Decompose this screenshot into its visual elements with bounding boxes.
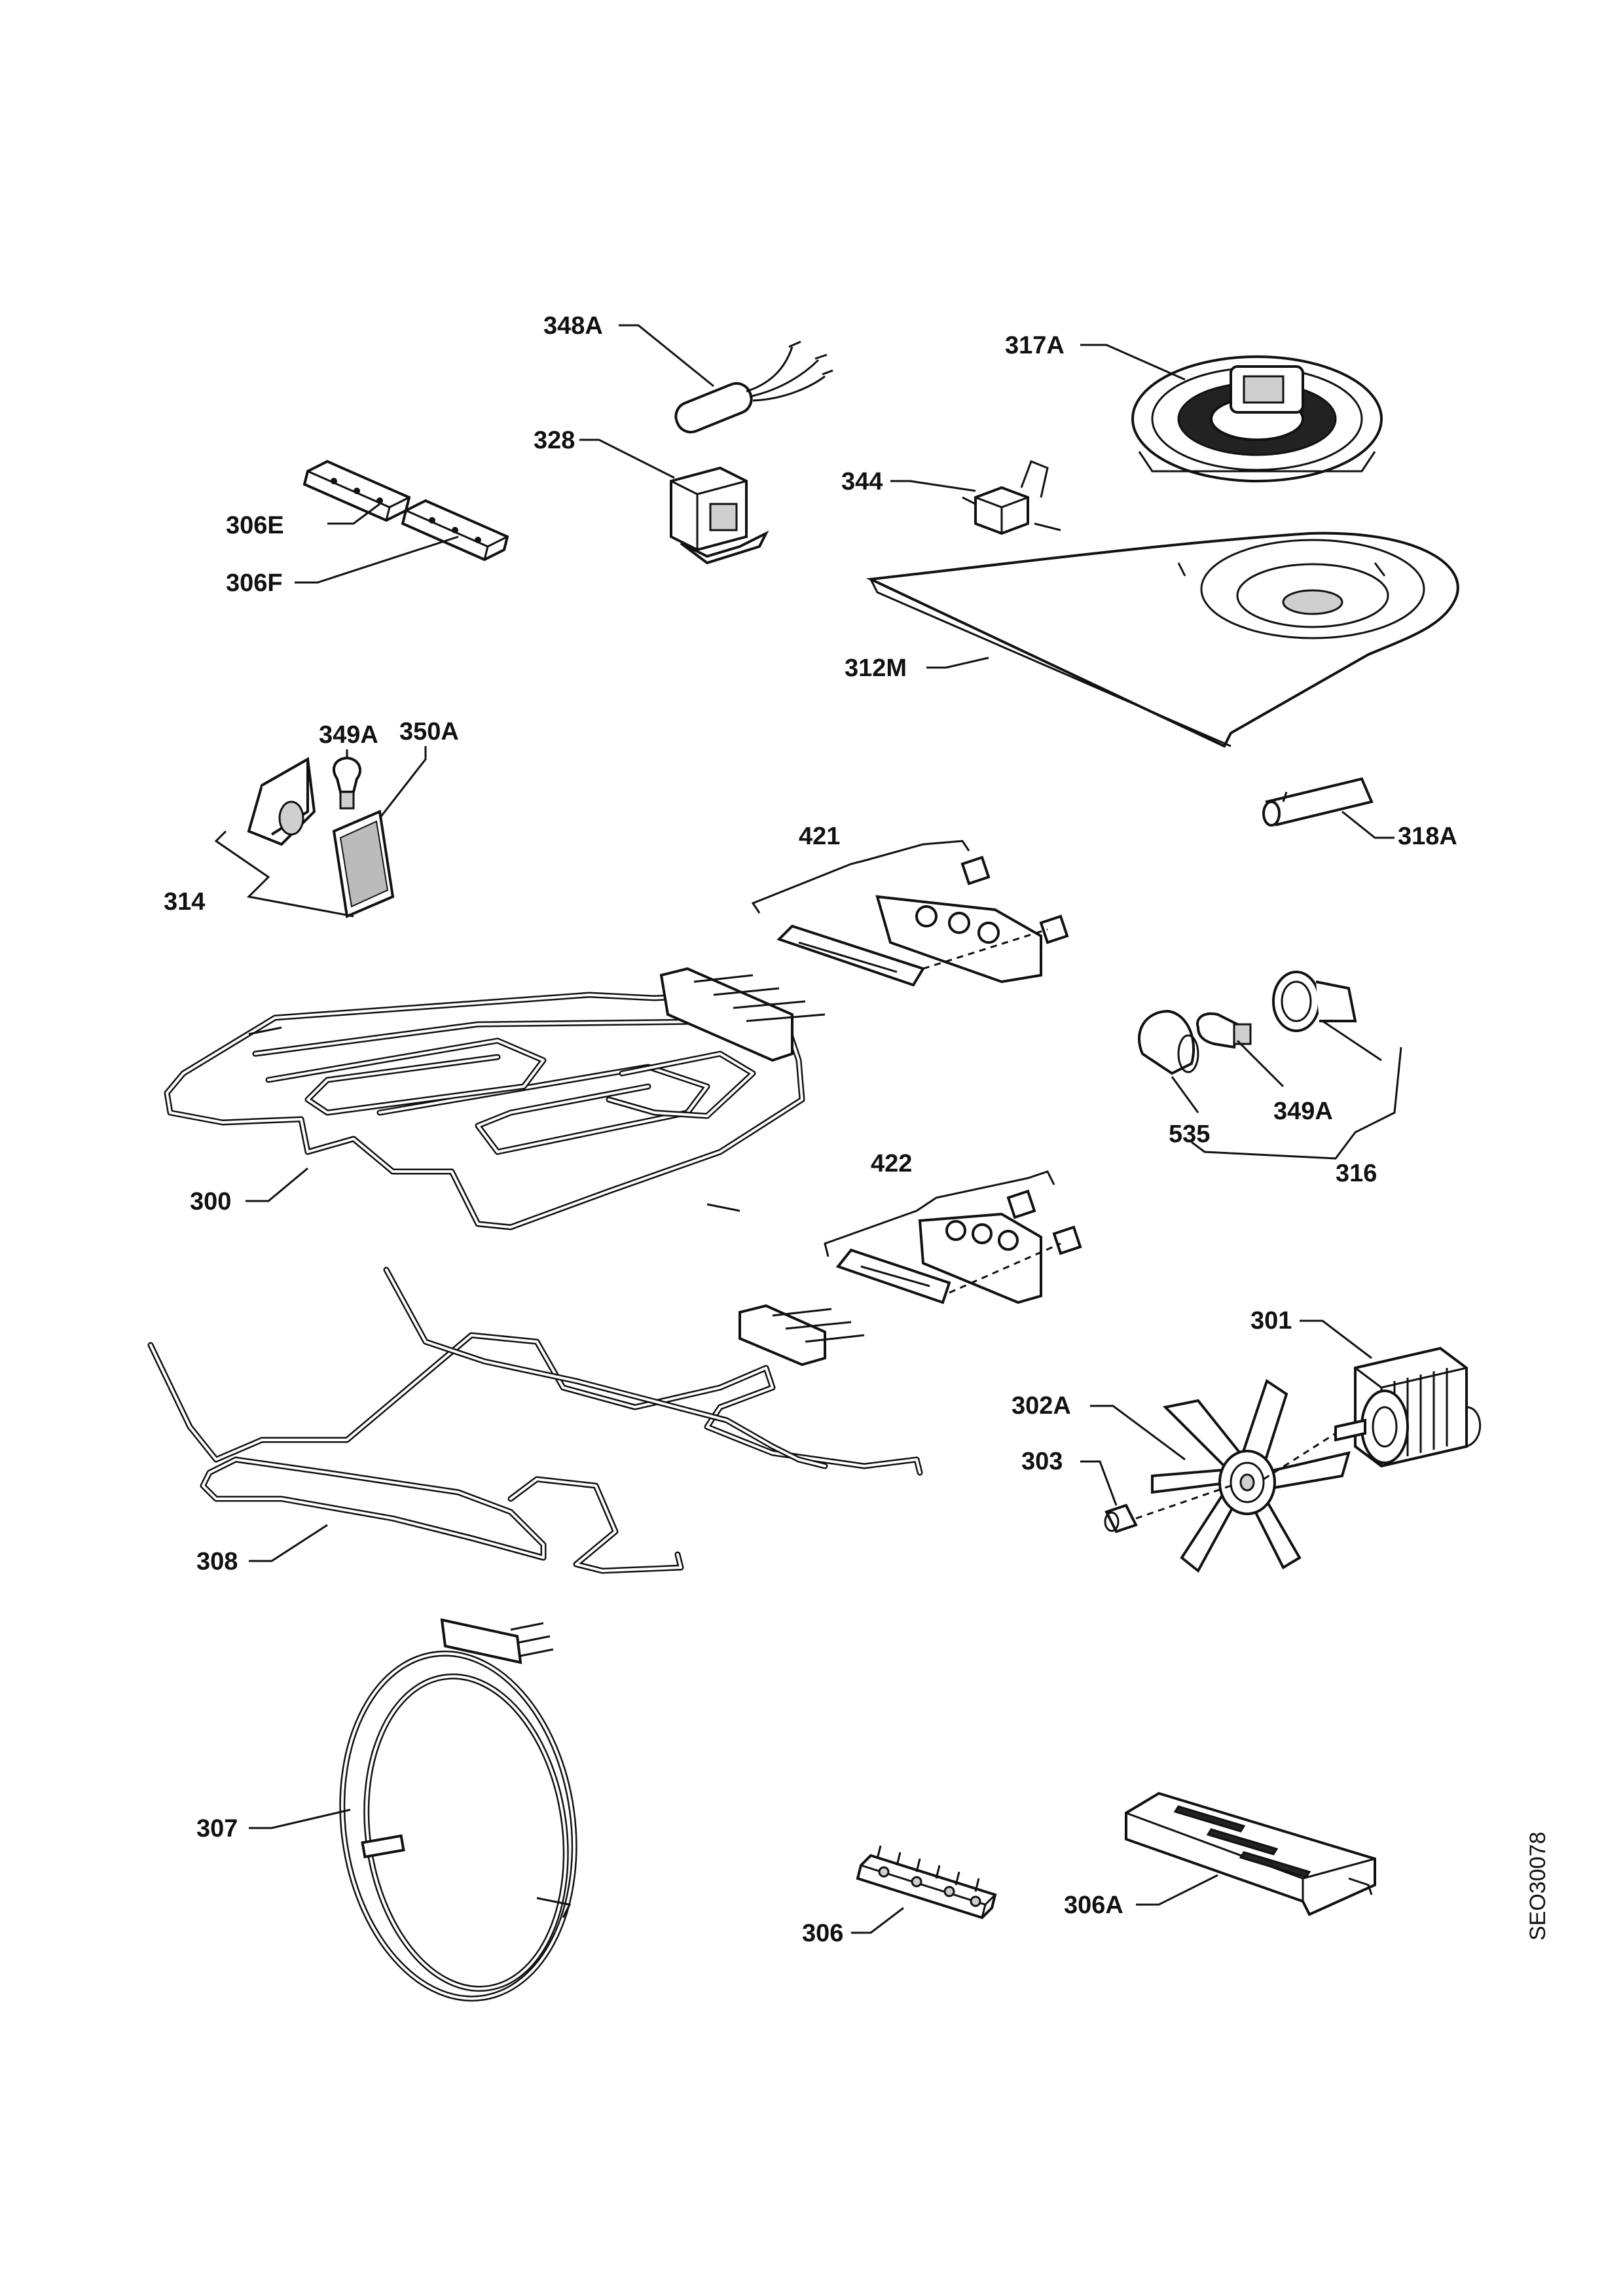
callout-302A: 302A	[1012, 1392, 1071, 1420]
callout-344: 344	[841, 468, 883, 495]
leader-348A	[619, 324, 714, 387]
leader-308	[249, 1524, 328, 1562]
part-306F-terminal-block[interactable]	[401, 499, 509, 562]
part-317A-fan-motor-assembly[interactable]	[1131, 355, 1383, 482]
callout-328: 328	[534, 427, 575, 454]
part-349A-lamp-bulb[interactable]	[333, 756, 361, 810]
leader-328	[579, 439, 675, 479]
part-307-circular-element[interactable]	[321, 1618, 596, 2014]
callout-422: 422	[871, 1150, 912, 1177]
part-328-transformer[interactable]	[670, 466, 769, 565]
leader-318A	[1341, 810, 1395, 839]
leader-306E	[327, 503, 380, 525]
leader-317A	[1080, 344, 1186, 381]
callout-348A: 348A	[543, 312, 603, 340]
part-300-grill-element[interactable]	[164, 967, 826, 1230]
callout-349A-right: 349A	[1273, 1098, 1333, 1125]
callout-300: 300	[190, 1188, 231, 1215]
leader-306	[851, 1907, 904, 1934]
part-301-fan-motor[interactable]	[1334, 1346, 1482, 1468]
callout-306F: 306F	[226, 569, 283, 597]
part-344-switch[interactable]	[962, 460, 1061, 535]
leader-301	[1300, 1319, 1372, 1359]
callout-306E: 306E	[226, 512, 284, 539]
part-535-lamp-cover[interactable]	[1138, 1009, 1199, 1075]
leader-303	[1080, 1460, 1118, 1506]
part-421-connector-set[interactable]	[776, 855, 1069, 987]
part-312M-fan-cover[interactable]	[866, 531, 1459, 748]
part-350A-lamp-glass[interactable]	[332, 810, 395, 918]
callout-301: 301	[1250, 1307, 1292, 1335]
callout-306: 306	[802, 1920, 843, 1947]
part-349A-lamp-bulb-side[interactable]	[1196, 1012, 1252, 1049]
leader-349A-right	[1236, 1039, 1285, 1088]
bracket-316	[1191, 1047, 1402, 1160]
bracket-421	[751, 840, 970, 914]
leader-306F	[295, 535, 459, 584]
part-422-connector-set[interactable]	[835, 1189, 1082, 1304]
part-308-bottom-element[interactable]	[147, 1266, 923, 1574]
callout-318A: 318A	[1398, 823, 1457, 850]
part-316-lamp-holder[interactable]	[1272, 971, 1357, 1032]
callout-350A: 350A	[399, 718, 459, 745]
part-306A-terminal-cover[interactable]	[1125, 1791, 1376, 1916]
callout-308: 308	[196, 1548, 238, 1575]
leader-312M	[926, 656, 989, 669]
leader-306A	[1136, 1874, 1218, 1906]
part-318A-spacer[interactable]	[1262, 777, 1374, 827]
drawing-code: SEO30078	[1525, 1832, 1550, 1941]
leader-302A	[1090, 1405, 1186, 1461]
leader-350A	[378, 746, 427, 819]
part-302A-fan-blade[interactable]	[1151, 1378, 1351, 1573]
leader-307	[249, 1808, 351, 1829]
callout-307: 307	[196, 1815, 238, 1842]
callout-303: 303	[1021, 1448, 1063, 1475]
bracket-314	[214, 830, 354, 918]
part-303-nut[interactable]	[1104, 1484, 1231, 1534]
leader-535	[1171, 1076, 1199, 1113]
leader-344	[890, 480, 976, 492]
leader-300	[246, 1167, 308, 1202]
callout-306A: 306A	[1064, 1892, 1123, 1919]
callout-421: 421	[799, 823, 840, 850]
leader-316-holder	[1322, 1020, 1382, 1062]
bracket-422	[824, 1170, 1055, 1257]
callout-312M: 312M	[845, 655, 907, 682]
callout-316: 316	[1336, 1160, 1377, 1187]
part-306E-terminal-block[interactable]	[302, 459, 411, 522]
callout-314: 314	[164, 888, 205, 916]
part-306-terminal-strip[interactable]	[856, 1845, 997, 1920]
callout-535: 535	[1169, 1121, 1210, 1148]
part-348A-capacitor[interactable]	[672, 340, 833, 437]
callout-317A: 317A	[1005, 332, 1065, 359]
callout-349A-top: 349A	[319, 721, 378, 749]
part-314-lamp-housing[interactable]	[247, 757, 316, 846]
